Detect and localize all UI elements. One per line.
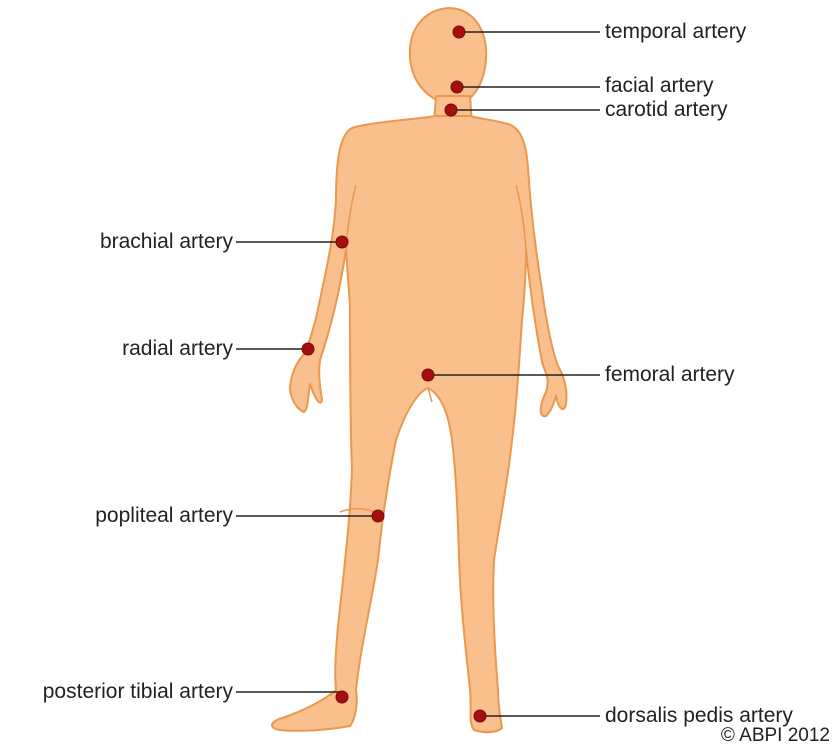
posterior-tibial-artery-label: posterior tibial artery (43, 680, 233, 704)
radial-artery-label: radial artery (122, 337, 233, 361)
facial-pulse-point (451, 81, 463, 93)
copyright-notice: © ABPI 2012 (721, 724, 830, 748)
torso-arms-legs (272, 116, 567, 732)
radial-pulse-point (302, 343, 314, 355)
head (410, 8, 486, 102)
carotid-artery-label: carotid artery (605, 98, 728, 122)
popliteal-pulse-point (372, 510, 384, 522)
brachial-artery-label: brachial artery (100, 230, 233, 254)
brachial-pulse-point (336, 236, 348, 248)
popliteal-artery-label: popliteal artery (95, 504, 233, 528)
posterior-tibial-pulse-point (336, 691, 348, 703)
facial-artery-label: facial artery (605, 74, 714, 98)
femoral-artery-label: femoral artery (605, 363, 735, 387)
body-silhouette (272, 8, 567, 732)
temporal-pulse-point (453, 26, 465, 38)
carotid-pulse-point (445, 104, 457, 116)
dorsalis-pedis-pulse-point (474, 710, 486, 722)
temporal-artery-label: temporal artery (605, 20, 746, 44)
femoral-pulse-point (422, 369, 434, 381)
